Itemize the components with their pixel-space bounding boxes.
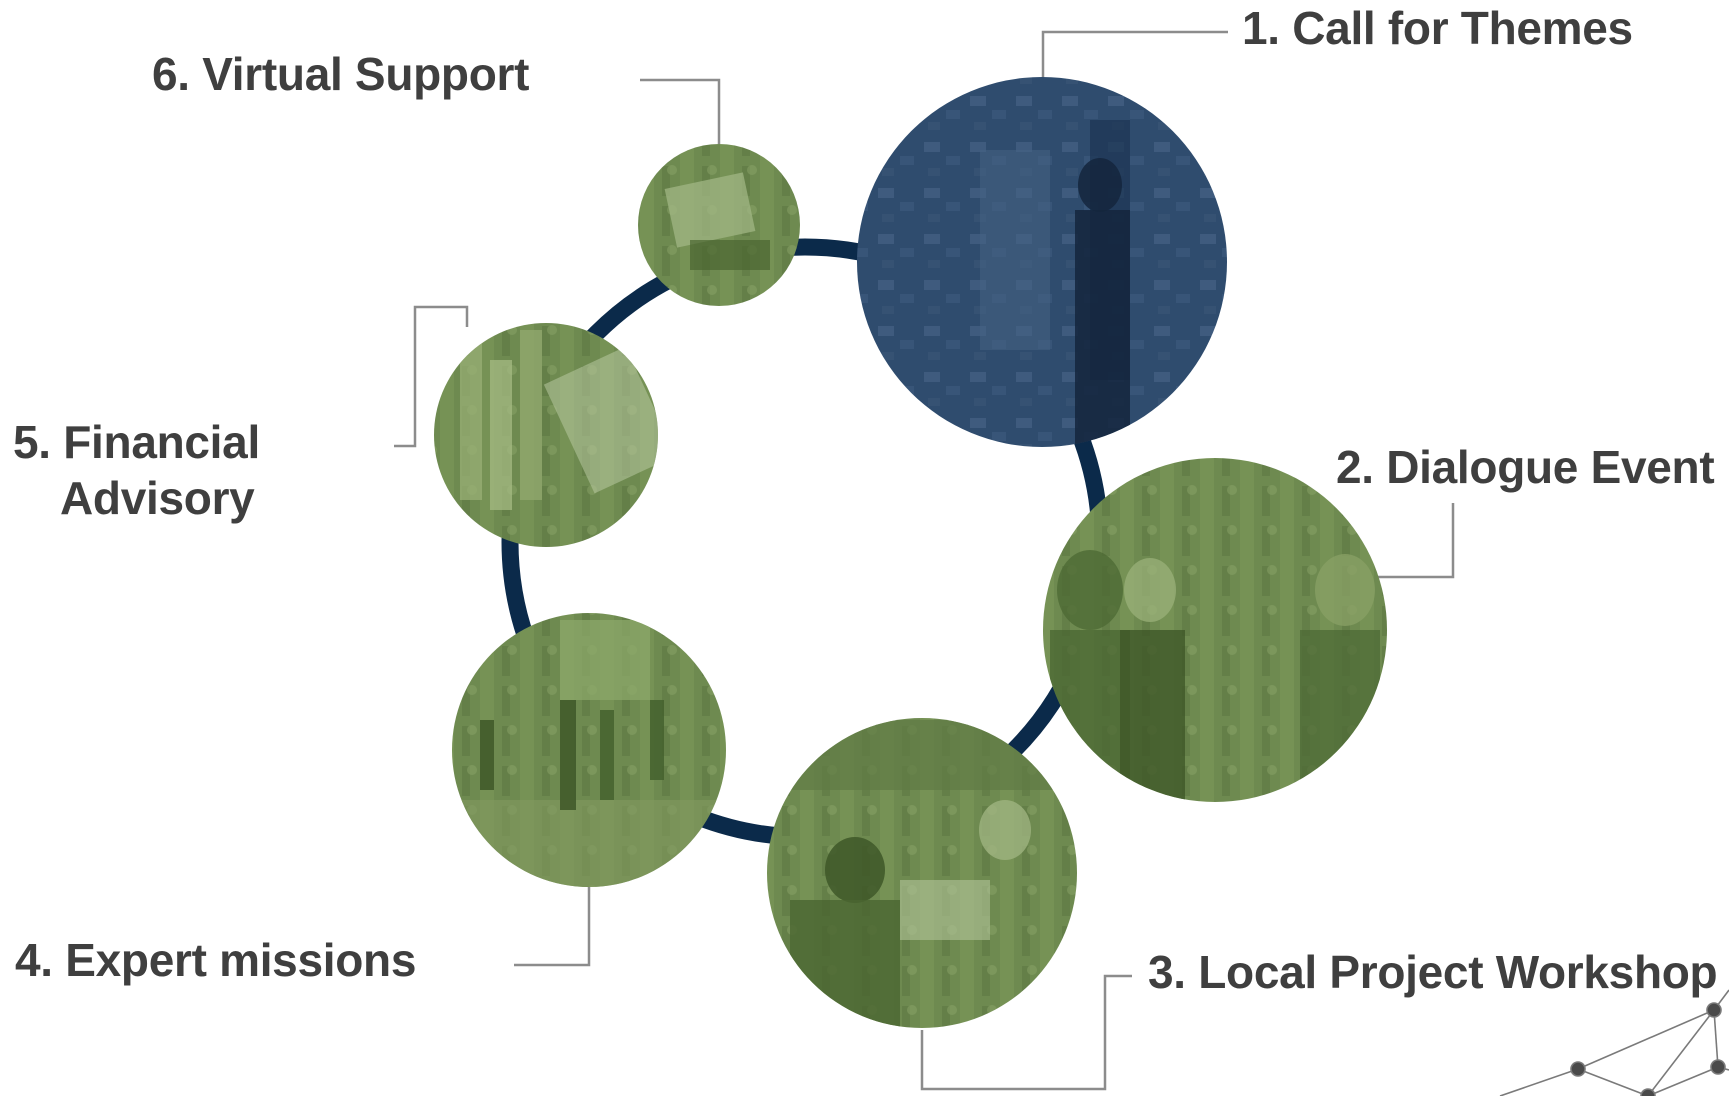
step-5-label-line2: Advisory bbox=[60, 472, 255, 524]
connector-3 bbox=[920, 974, 1132, 1091]
connector-lines bbox=[394, 30, 1455, 1091]
step-1-label: 1. Call for Themes bbox=[1242, 2, 1633, 54]
step-6-label: 6. Virtual Support bbox=[152, 48, 530, 100]
connector-4 bbox=[514, 887, 591, 967]
step-2-label: 2. Dialogue Event bbox=[1336, 441, 1715, 493]
step-4-label: 4. Expert missions bbox=[15, 934, 417, 986]
step-5-label-line1: 5. Financial bbox=[13, 416, 260, 468]
connector-2 bbox=[1367, 503, 1455, 579]
step-3-label: 3. Local Project Workshop bbox=[1148, 946, 1718, 998]
step-5-photo bbox=[434, 323, 658, 547]
step-2-photo bbox=[1043, 458, 1387, 802]
connector-1 bbox=[1041, 30, 1228, 80]
step-6-photo bbox=[638, 144, 800, 306]
step-4-photo bbox=[452, 613, 726, 887]
connector-5 bbox=[394, 305, 469, 448]
step-3-photo bbox=[767, 718, 1077, 1028]
connector-6 bbox=[640, 78, 721, 144]
step-1-photo bbox=[857, 77, 1227, 447]
network-decoration bbox=[1499, 989, 1729, 1096]
